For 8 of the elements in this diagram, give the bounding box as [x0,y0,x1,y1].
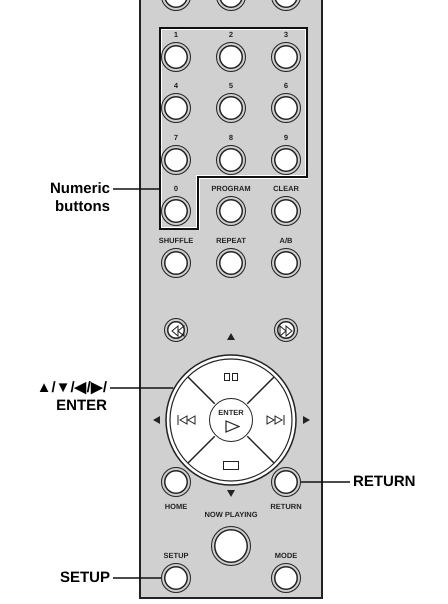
leader-line [113,577,161,579]
callout-label: RETURN [353,473,445,491]
callout-label: ▲/▼/◀/▶/ ENTER [7,379,107,415]
leader-line [113,188,159,190]
callout-label: SETUP [30,569,110,587]
callout-label: Numeric buttons [38,180,110,216]
leader-line [110,387,174,389]
leader-line [301,481,350,483]
